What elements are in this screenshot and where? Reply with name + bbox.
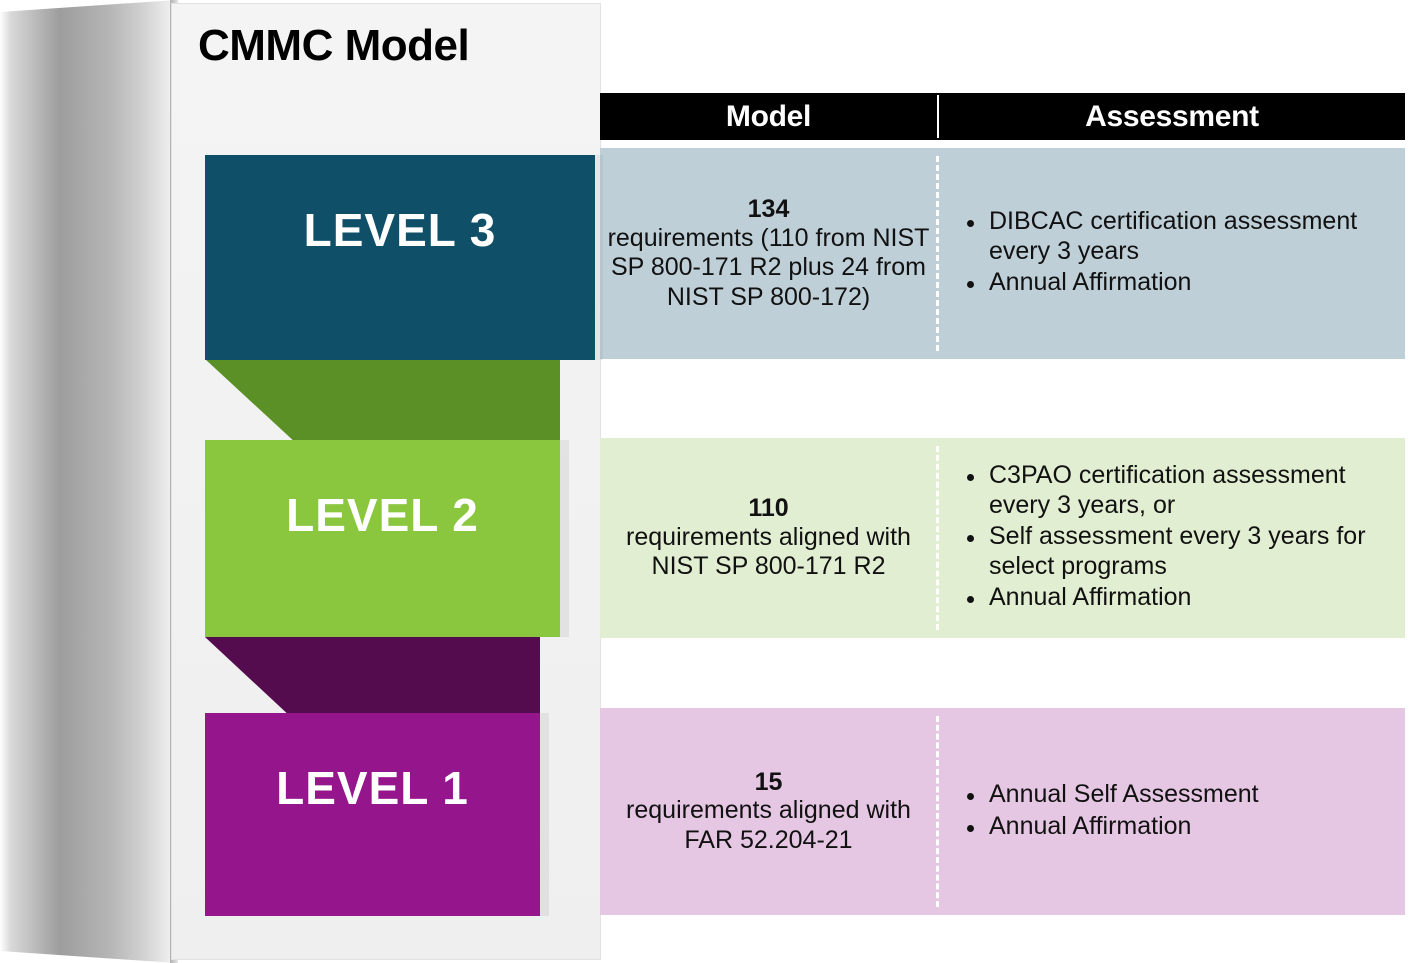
list-item: C3PAO certification assessment every 3 y… bbox=[967, 461, 1405, 520]
header-assessment: Assessment bbox=[1085, 99, 1259, 133]
model-cell-level-2: 110 requirements aligned with NIST SP 80… bbox=[600, 438, 937, 638]
header-divider bbox=[937, 95, 939, 138]
book-spine-3d bbox=[0, 0, 176, 963]
column-dashed-divider bbox=[936, 716, 939, 907]
assessment-cell-level-2: C3PAO certification assessment every 3 y… bbox=[937, 438, 1405, 638]
level-block-2: LEVEL 2 bbox=[205, 440, 560, 637]
level-1-shadow bbox=[540, 713, 549, 916]
table-row: 15 requirements aligned with FAR 52.204-… bbox=[600, 708, 1405, 915]
column-dashed-divider bbox=[936, 446, 939, 630]
list-item: DIBCAC certification assessment every 3 … bbox=[967, 207, 1405, 266]
requirements-count-level-1: 15 bbox=[754, 767, 783, 796]
list-item: Self assessment every 3 years for select… bbox=[967, 522, 1405, 581]
requirements-text-level-1: requirements aligned with FAR 52.204-21 bbox=[626, 796, 911, 854]
level-block-1: LEVEL 1 bbox=[205, 713, 540, 916]
table-row: 134 requirements (110 from NIST SP 800-1… bbox=[600, 148, 1405, 359]
model-cell-level-3: 134 requirements (110 from NIST SP 800-1… bbox=[600, 148, 937, 359]
requirements-count-level-2: 110 bbox=[748, 494, 789, 523]
page-title: CMMC Model bbox=[198, 21, 470, 70]
level-3-shadow bbox=[595, 155, 603, 360]
table-row: 110 requirements aligned with NIST SP 80… bbox=[600, 438, 1405, 638]
assessment-cell-level-1: Annual Self Assessment Annual Affirmatio… bbox=[937, 708, 1405, 915]
requirements-text-level-3: requirements (110 from NIST SP 800-171 R… bbox=[607, 223, 930, 311]
assessment-list-level-1: Annual Self Assessment Annual Affirmatio… bbox=[961, 780, 1259, 843]
header-model: Model bbox=[725, 99, 812, 133]
list-item: Annual Affirmation bbox=[967, 583, 1405, 613]
assessment-list-level-2: C3PAO certification assessment every 3 y… bbox=[961, 461, 1405, 615]
assessment-list-level-3: DIBCAC certification assessment every 3 … bbox=[961, 207, 1405, 300]
list-item: Annual Affirmation bbox=[967, 812, 1259, 842]
list-item: Annual Affirmation bbox=[967, 268, 1405, 298]
model-cell-level-1: 15 requirements aligned with FAR 52.204-… bbox=[600, 708, 937, 915]
requirements-count-level-3: 134 bbox=[747, 194, 790, 223]
table-header: Model Assessment bbox=[600, 93, 1405, 140]
level-2-shadow bbox=[560, 440, 569, 637]
column-dashed-divider bbox=[936, 156, 939, 351]
assessment-cell-level-3: DIBCAC certification assessment every 3 … bbox=[937, 148, 1405, 359]
list-item: Annual Self Assessment bbox=[967, 780, 1259, 808]
level-block-3: LEVEL 3 bbox=[205, 155, 595, 360]
requirements-text-level-2: requirements aligned with NIST SP 800-17… bbox=[626, 522, 911, 581]
